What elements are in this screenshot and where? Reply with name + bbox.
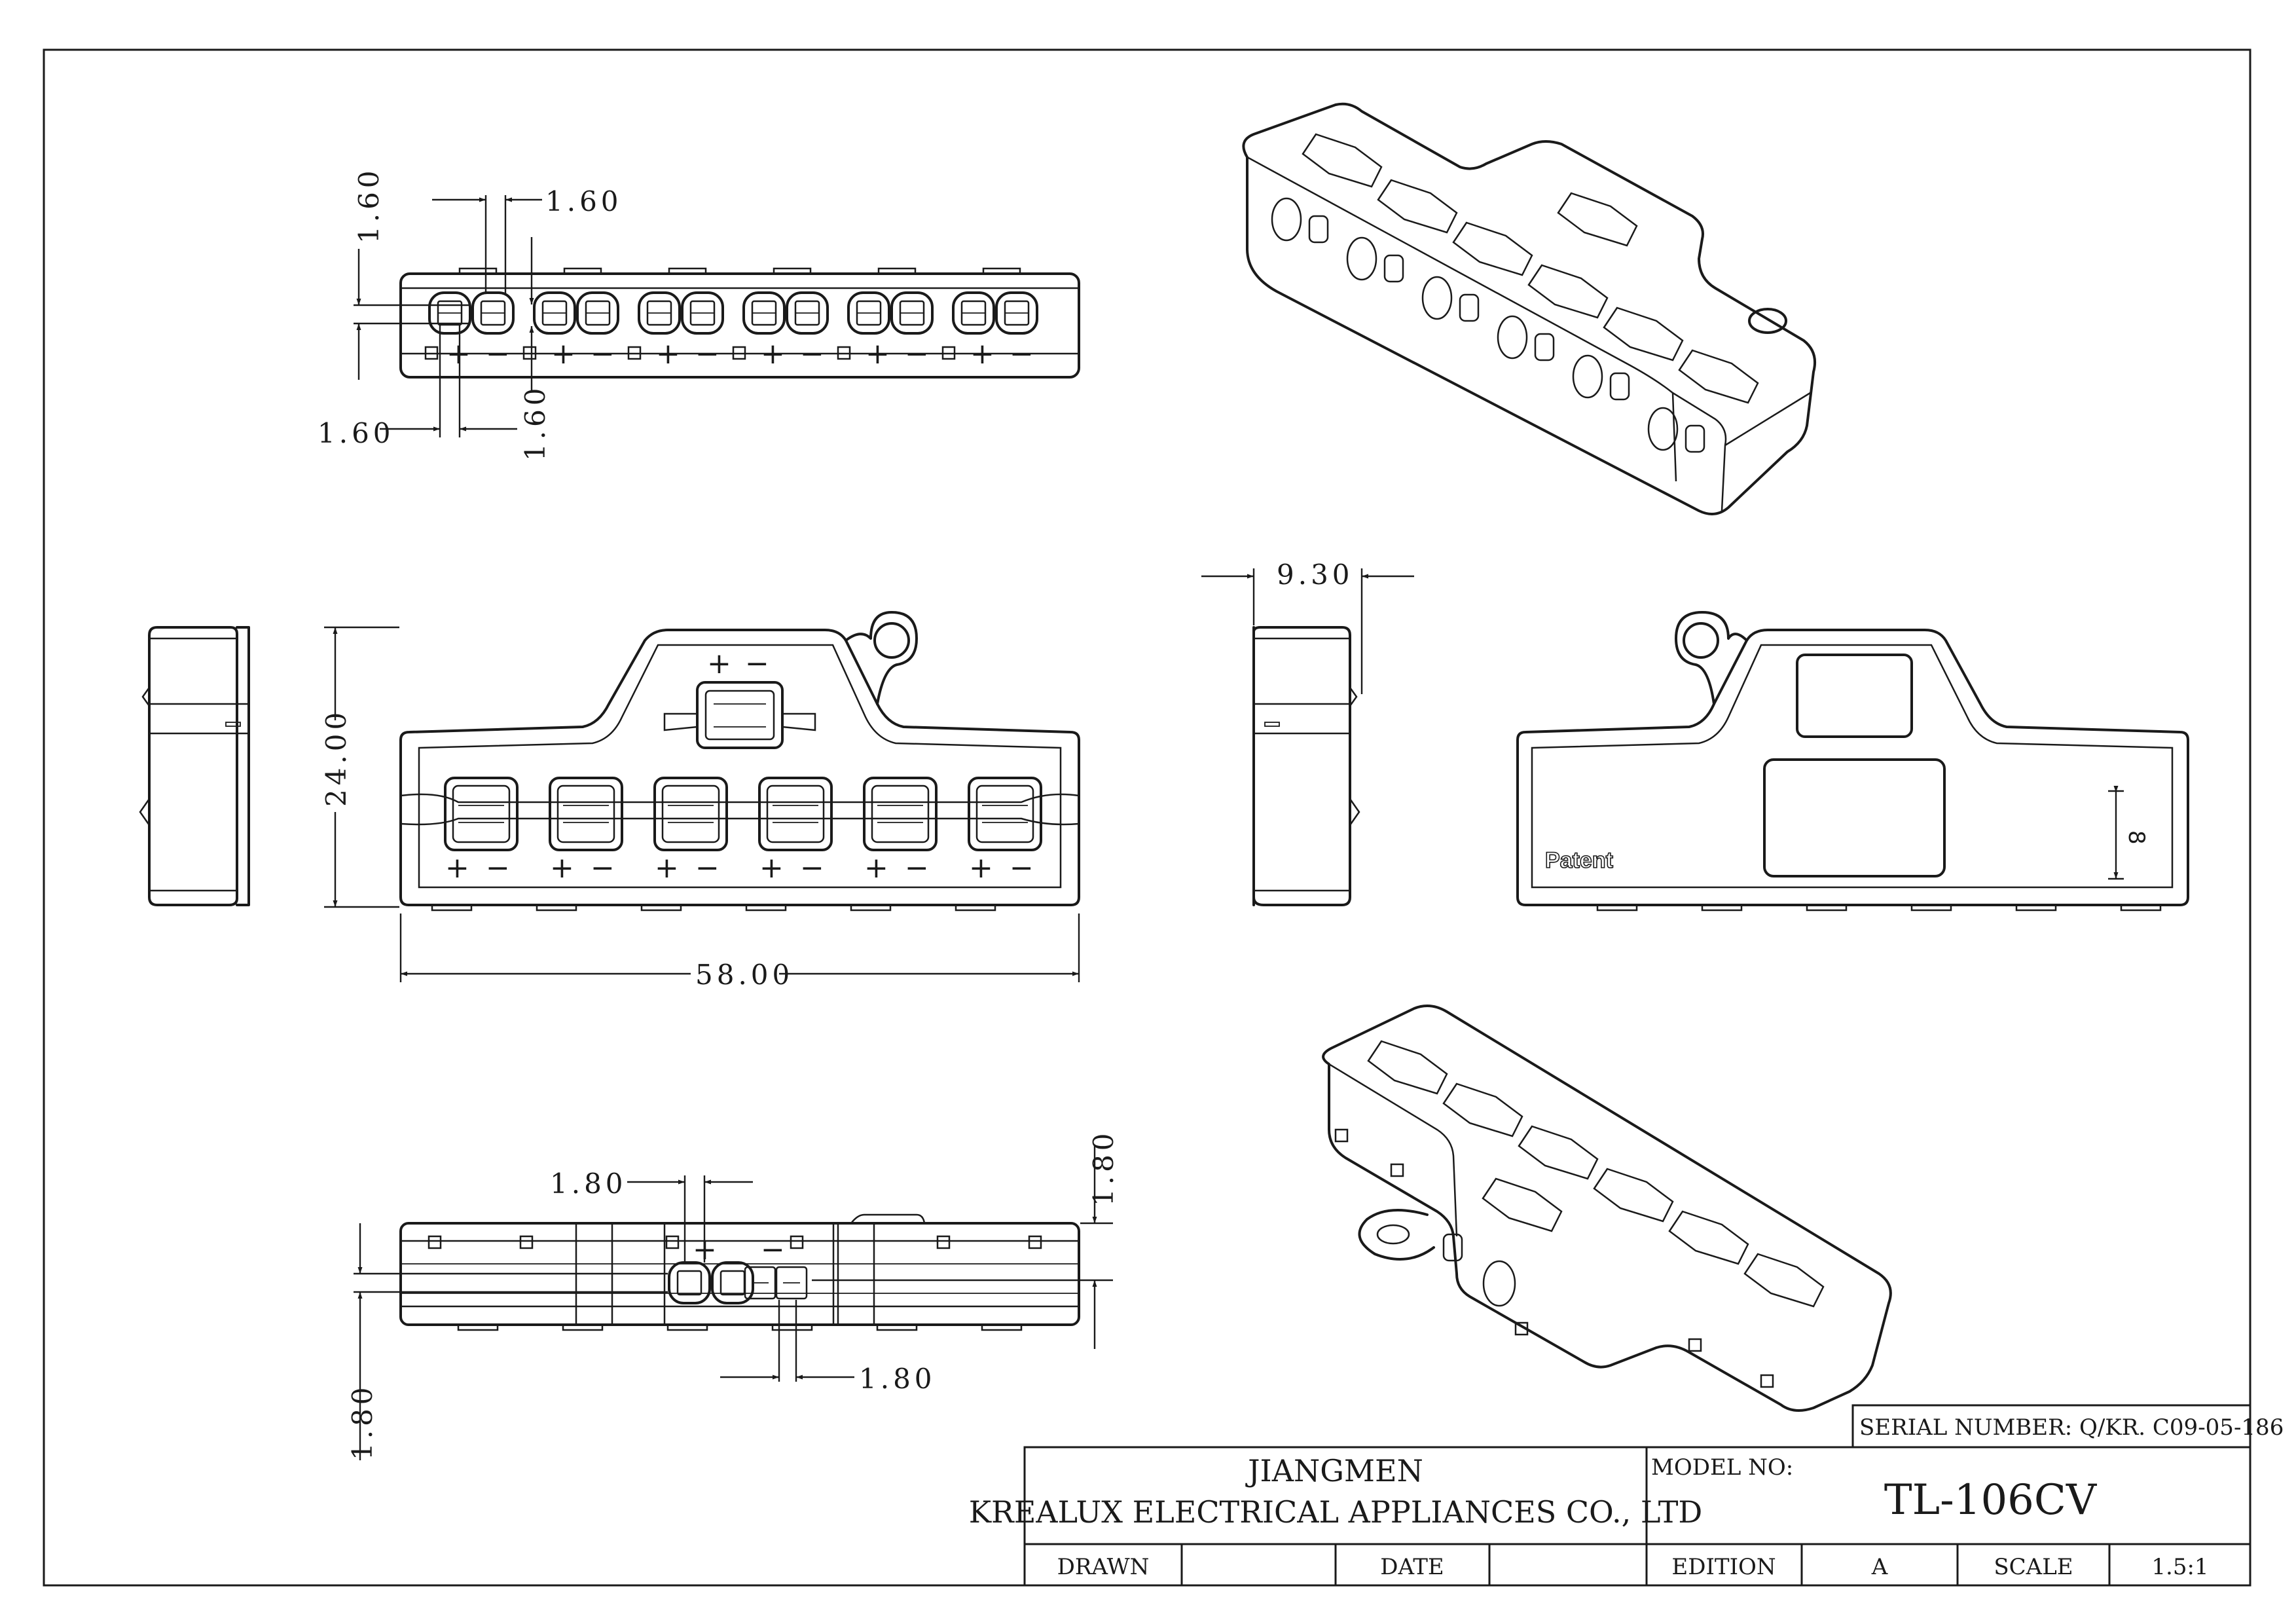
top-minus-1: − (486, 337, 510, 371)
bottom-view: + − (346, 1129, 1120, 1460)
dim-front-width: 58.00 (695, 959, 793, 991)
company-city: JIANGMEN (1245, 1453, 1423, 1488)
dim-top-port-height-2: 1.60 (519, 384, 551, 461)
front-top-minus: − (745, 647, 769, 680)
scale-value: 1.5:1 (2151, 1554, 2208, 1580)
top-minus-2: − (591, 337, 615, 371)
front-minus-2: − (591, 851, 615, 885)
top-minus-6: − (1010, 337, 1034, 371)
title-block: SERIAL NUMBER: Q/KR. C09-05-186 JIANGMEN… (969, 1404, 2284, 1587)
front-view: + − + − + − + − + − (320, 611, 1080, 991)
bottom-minus: − (761, 1233, 785, 1266)
front-plus-4: + (759, 851, 784, 885)
dim-top-port-height: 1.60 (353, 166, 385, 244)
front-minus-5: − (905, 851, 929, 885)
top-plus-1: + (446, 337, 471, 371)
front-plus-5: + (864, 851, 888, 885)
top-plus-3: + (656, 337, 680, 371)
model-number: TL-106CV (1884, 1476, 2098, 1524)
front-plus-6: + (969, 851, 993, 885)
scale-label: SCALE (1994, 1554, 2073, 1580)
dim-side-depth: 9.30 (1277, 559, 1354, 591)
drawing-frame (43, 48, 2251, 1587)
top-plus-4: + (761, 337, 785, 371)
front-plus-3: + (655, 851, 679, 885)
rear-digit: 8 (2123, 830, 2149, 845)
top-minus-5: − (905, 337, 929, 371)
isometric-view-top (1242, 102, 1817, 515)
serial-number: SERIAL NUMBER: Q/KR. C09-05-186 (1859, 1414, 2284, 1441)
top-minus-3: − (695, 337, 720, 371)
top-plus-6: + (970, 337, 994, 371)
left-side-view (139, 626, 250, 906)
model-label: MODEL NO: (1651, 1454, 1793, 1481)
dim-bottom-port-gap: 1.80 (859, 1363, 936, 1395)
date-label: DATE (1380, 1554, 1444, 1580)
front-minus-4: − (800, 851, 824, 885)
isometric-view-bottom (1322, 1005, 1892, 1412)
top-minus-4: − (800, 337, 824, 371)
dim-bottom-port-height: 1.80 (346, 1383, 378, 1460)
top-plus-5: + (866, 337, 890, 371)
dim-top-port-width: 1.60 (318, 417, 395, 449)
edition-value: A (1871, 1554, 1888, 1580)
right-side-view: 9.30 (1201, 559, 1414, 906)
front-plus-1: + (445, 851, 469, 885)
company-name: KREALUX ELECTRICAL APPLIANCES CO., LTD (969, 1494, 1703, 1530)
dim-bottom-port-height-2: 1.80 (1087, 1129, 1120, 1206)
front-top-plus: + (707, 647, 731, 680)
front-minus-6: − (1010, 851, 1034, 885)
dim-front-height: 24.00 (320, 709, 352, 807)
top-view: + − + − + − + − + − + − (318, 166, 1080, 461)
rear-patent-text: Patent (1545, 848, 1613, 873)
top-plus-2: + (551, 337, 575, 371)
dim-bottom-port-width: 1.80 (550, 1168, 627, 1200)
front-minus-3: − (695, 851, 720, 885)
edition-label: EDITION (1671, 1554, 1776, 1580)
front-plus-2: + (550, 851, 574, 885)
drawn-label: DRAWN (1057, 1554, 1150, 1580)
front-minus-1: − (486, 851, 510, 885)
dim-top-port-gap: 1.60 (545, 185, 623, 217)
rear-view: Patent 8 (1516, 611, 2189, 912)
